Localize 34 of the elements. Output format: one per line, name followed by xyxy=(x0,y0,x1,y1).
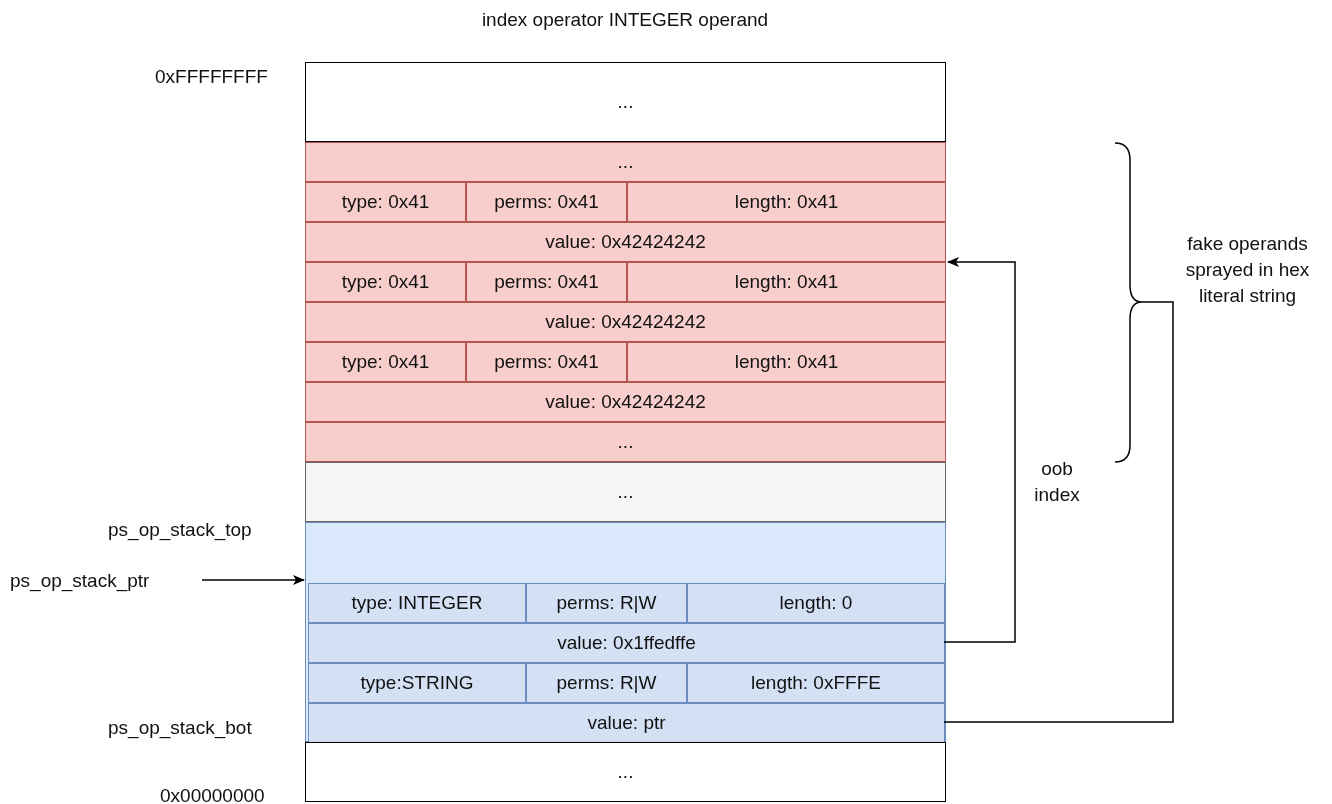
memory-row: value: 0x1ffedffe xyxy=(308,623,945,663)
memory-row: ... xyxy=(305,462,946,522)
field-cell: perms: 0x41 xyxy=(466,262,627,302)
field-cell: type: 0x41 xyxy=(305,342,466,382)
field-cell: type:STRING xyxy=(308,663,526,703)
address-label: ps_op_stack_top xyxy=(108,519,252,541)
memory-row: value: 0x42424242 xyxy=(305,302,946,342)
address-label: 0xFFFFFFFF xyxy=(155,66,268,88)
field-cell: length: 0xFFFE xyxy=(687,663,945,703)
address-label: 0x00000000 xyxy=(160,785,265,804)
field-cell: length: 0x41 xyxy=(627,182,946,222)
connector-arrow xyxy=(201,575,305,585)
field-cell: type: 0x41 xyxy=(305,262,466,302)
field-cell: perms: R|W xyxy=(526,663,687,703)
field-cell: length: 0x41 xyxy=(627,342,946,382)
address-label: ps_op_stack_bot xyxy=(108,717,252,739)
memory-row: value: 0x42424242 xyxy=(305,382,946,422)
field-cell: type: INTEGER xyxy=(308,583,526,623)
field-cell: length: 0x41 xyxy=(627,262,946,302)
memory-row: ... xyxy=(305,742,946,802)
field-cell: length: 0 xyxy=(687,583,945,623)
diagram-title: index operator INTEGER operand xyxy=(480,8,770,31)
pointer-label: ps_op_stack_ptr xyxy=(10,566,200,596)
memory-row: value: ptr xyxy=(308,703,945,743)
field-cell: type: 0x41 xyxy=(305,182,466,222)
memory-region xyxy=(305,522,946,742)
memory-row: value: 0x42424242 xyxy=(305,222,946,262)
annotation-text: fake operands sprayed in hex literal string xyxy=(1184,232,1311,308)
field-cell: perms: 0x41 xyxy=(466,342,627,382)
memory-row: ... xyxy=(305,62,946,142)
memory-row: ... xyxy=(305,422,946,462)
field-cell: perms: 0x41 xyxy=(466,182,627,222)
memory-row: ... xyxy=(305,142,946,182)
field-cell: perms: R|W xyxy=(526,583,687,623)
